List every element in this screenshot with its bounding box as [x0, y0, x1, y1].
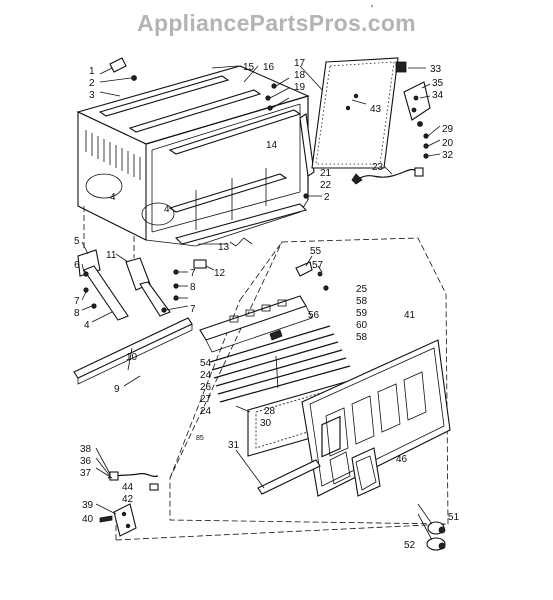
- callout-28: 28: [264, 406, 276, 417]
- callout-57: 57: [312, 260, 324, 271]
- callout-31: 31: [228, 440, 240, 451]
- callout-6: 6: [74, 260, 80, 271]
- control-bracket: [403, 81, 431, 127]
- callout-16: 16: [263, 62, 275, 73]
- callout-24b: 24: [200, 406, 212, 417]
- callout-21: 21: [320, 168, 332, 179]
- callout-55: 55: [310, 246, 322, 257]
- callout-9: 9: [114, 384, 120, 395]
- bottom-strip: [235, 449, 321, 495]
- air-filter: [311, 57, 399, 169]
- callout-labels: 1 2 3 15 16 17 18 19 33 35 34 43 29 20 3…: [74, 58, 460, 551]
- callout-36: 36: [80, 456, 92, 467]
- callout-60: 60: [356, 320, 368, 331]
- callout-40: 40: [82, 514, 94, 525]
- bracket-hardware: [99, 57, 137, 97]
- louvre-vanes: [209, 325, 351, 403]
- callout-42: 42: [122, 494, 134, 505]
- callout-27: 27: [200, 394, 212, 405]
- watermark: AppliancePartsPros.com: [137, 10, 416, 36]
- callout-18: 18: [294, 70, 306, 81]
- callout-11: 11: [106, 250, 117, 261]
- callout-59: 59: [356, 308, 368, 319]
- cabinet: [76, 65, 315, 247]
- callout-3: 3: [89, 90, 95, 101]
- callout-4c: 4: [84, 320, 90, 331]
- callout-10: 10: [126, 352, 138, 363]
- callout-22: 22: [320, 180, 332, 191]
- support-rail: [73, 317, 193, 387]
- callout-7c: 7: [190, 304, 196, 315]
- callout-56: 56: [308, 310, 320, 321]
- callout-38: 38: [80, 444, 92, 455]
- callout-7a: 7: [190, 268, 196, 279]
- callout-41: 41: [404, 310, 416, 321]
- callout-85: 85: [196, 435, 204, 442]
- callout-54: 54: [200, 358, 212, 369]
- callout-37: 37: [80, 468, 92, 479]
- callout-4a: 4: [110, 192, 116, 203]
- part-33-block: [395, 61, 407, 73]
- callout-25: 25: [356, 284, 368, 295]
- callout-32: 32: [442, 150, 454, 161]
- callout-17: 17: [294, 58, 306, 69]
- callout-20: 20: [442, 138, 454, 149]
- callout-44: 44: [122, 482, 134, 493]
- callout-26: 26: [200, 382, 212, 393]
- callout-58a: 58: [356, 296, 368, 307]
- callout-23: 23: [372, 162, 384, 173]
- power-cord-assembly: [95, 447, 159, 491]
- callout-52: 52: [404, 540, 416, 551]
- mounting-brackets: [77, 241, 189, 323]
- callout-8b: 8: [74, 308, 80, 319]
- callout-7b: 7: [74, 296, 80, 307]
- callout-43: 43: [370, 104, 382, 115]
- tick-mark: ': [371, 4, 373, 15]
- callout-35: 35: [432, 78, 444, 89]
- callout-1: 1: [89, 66, 95, 77]
- callout-29: 29: [442, 124, 454, 135]
- front-grille: [301, 339, 451, 497]
- callout-51: 51: [448, 512, 460, 523]
- callout-13: 13: [218, 242, 230, 253]
- ground-wire: [351, 125, 441, 185]
- control-panel: [199, 295, 313, 353]
- knob-hardware: [295, 255, 329, 291]
- callout-30: 30: [260, 418, 272, 429]
- callout-5: 5: [74, 236, 80, 247]
- mounting-feet: [417, 503, 446, 551]
- callout-19: 19: [294, 82, 306, 93]
- callout-12: 12: [214, 268, 226, 279]
- callout-2: 2: [89, 78, 95, 89]
- callout-14: 14: [266, 140, 278, 151]
- callout-39: 39: [82, 500, 94, 511]
- callout-2b: 2: [324, 192, 330, 203]
- callout-46: 46: [396, 454, 408, 465]
- callout-24a: 24: [200, 370, 212, 381]
- callout-4b: 4: [164, 204, 170, 215]
- base-clip: [193, 237, 253, 271]
- screws-17-19: [211, 65, 329, 111]
- callout-34: 34: [432, 90, 444, 101]
- callout-15: 15: [243, 62, 255, 73]
- callout-33: 33: [430, 64, 442, 75]
- terminal-bracket: [95, 503, 137, 537]
- callout-58b: 58: [356, 332, 368, 343]
- callout-8a: 8: [190, 282, 196, 293]
